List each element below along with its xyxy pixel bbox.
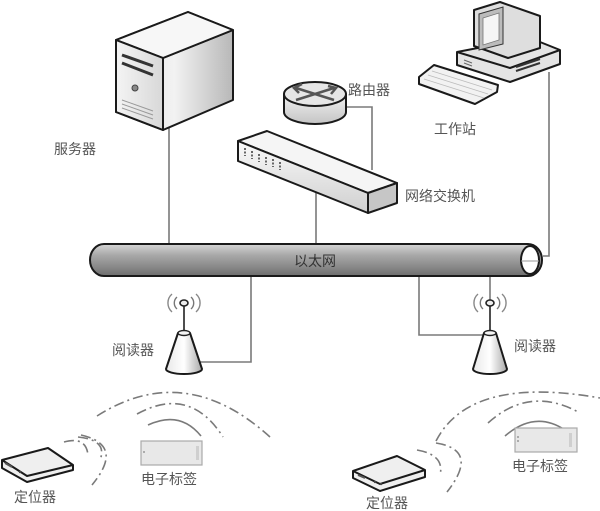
router-icon <box>283 81 347 125</box>
switch-label: 网络交换机 <box>405 188 475 205</box>
wire-router-switch <box>345 106 373 170</box>
rfid-reader-antenna-icon <box>165 293 203 375</box>
server-label: 服务器 <box>54 142 96 158</box>
server-tower-icon <box>115 11 234 131</box>
workstation-label: 工作站 <box>434 122 476 138</box>
rfid-tag-icon <box>514 427 578 453</box>
rfid-tag-icon <box>140 440 203 466</box>
wired-connections <box>168 72 550 363</box>
ethernet-label: 以太网 <box>294 254 336 270</box>
wireless-signal-waves-right <box>416 391 600 493</box>
reader-left-label: 阅读器 <box>112 342 154 359</box>
keyboard-icon <box>418 64 499 105</box>
wire-workstation-ethernet <box>543 72 550 257</box>
tag-left-label: 电子标签 <box>141 471 197 488</box>
tag-right-label: 电子标签 <box>512 458 568 475</box>
rfid-reader-antenna-icon <box>472 293 508 375</box>
reader-right-label: 阅读器 <box>514 338 556 355</box>
desktop-computer-icon <box>456 1 561 83</box>
ethernet-bus-pipe-icon <box>89 243 543 277</box>
locator-device-icon <box>1 447 74 483</box>
wire-reader-right-ethernet <box>418 272 484 336</box>
wireless-signal-waves-left <box>63 391 271 486</box>
locator-device-icon <box>352 455 426 492</box>
network-switch-icon <box>237 130 398 214</box>
wire-reader-left-ethernet <box>200 272 252 363</box>
locator-left-label: 定位器 <box>14 490 56 506</box>
router-label: 路由器 <box>348 83 390 99</box>
locator-right-label: 定位器 <box>366 496 408 511</box>
